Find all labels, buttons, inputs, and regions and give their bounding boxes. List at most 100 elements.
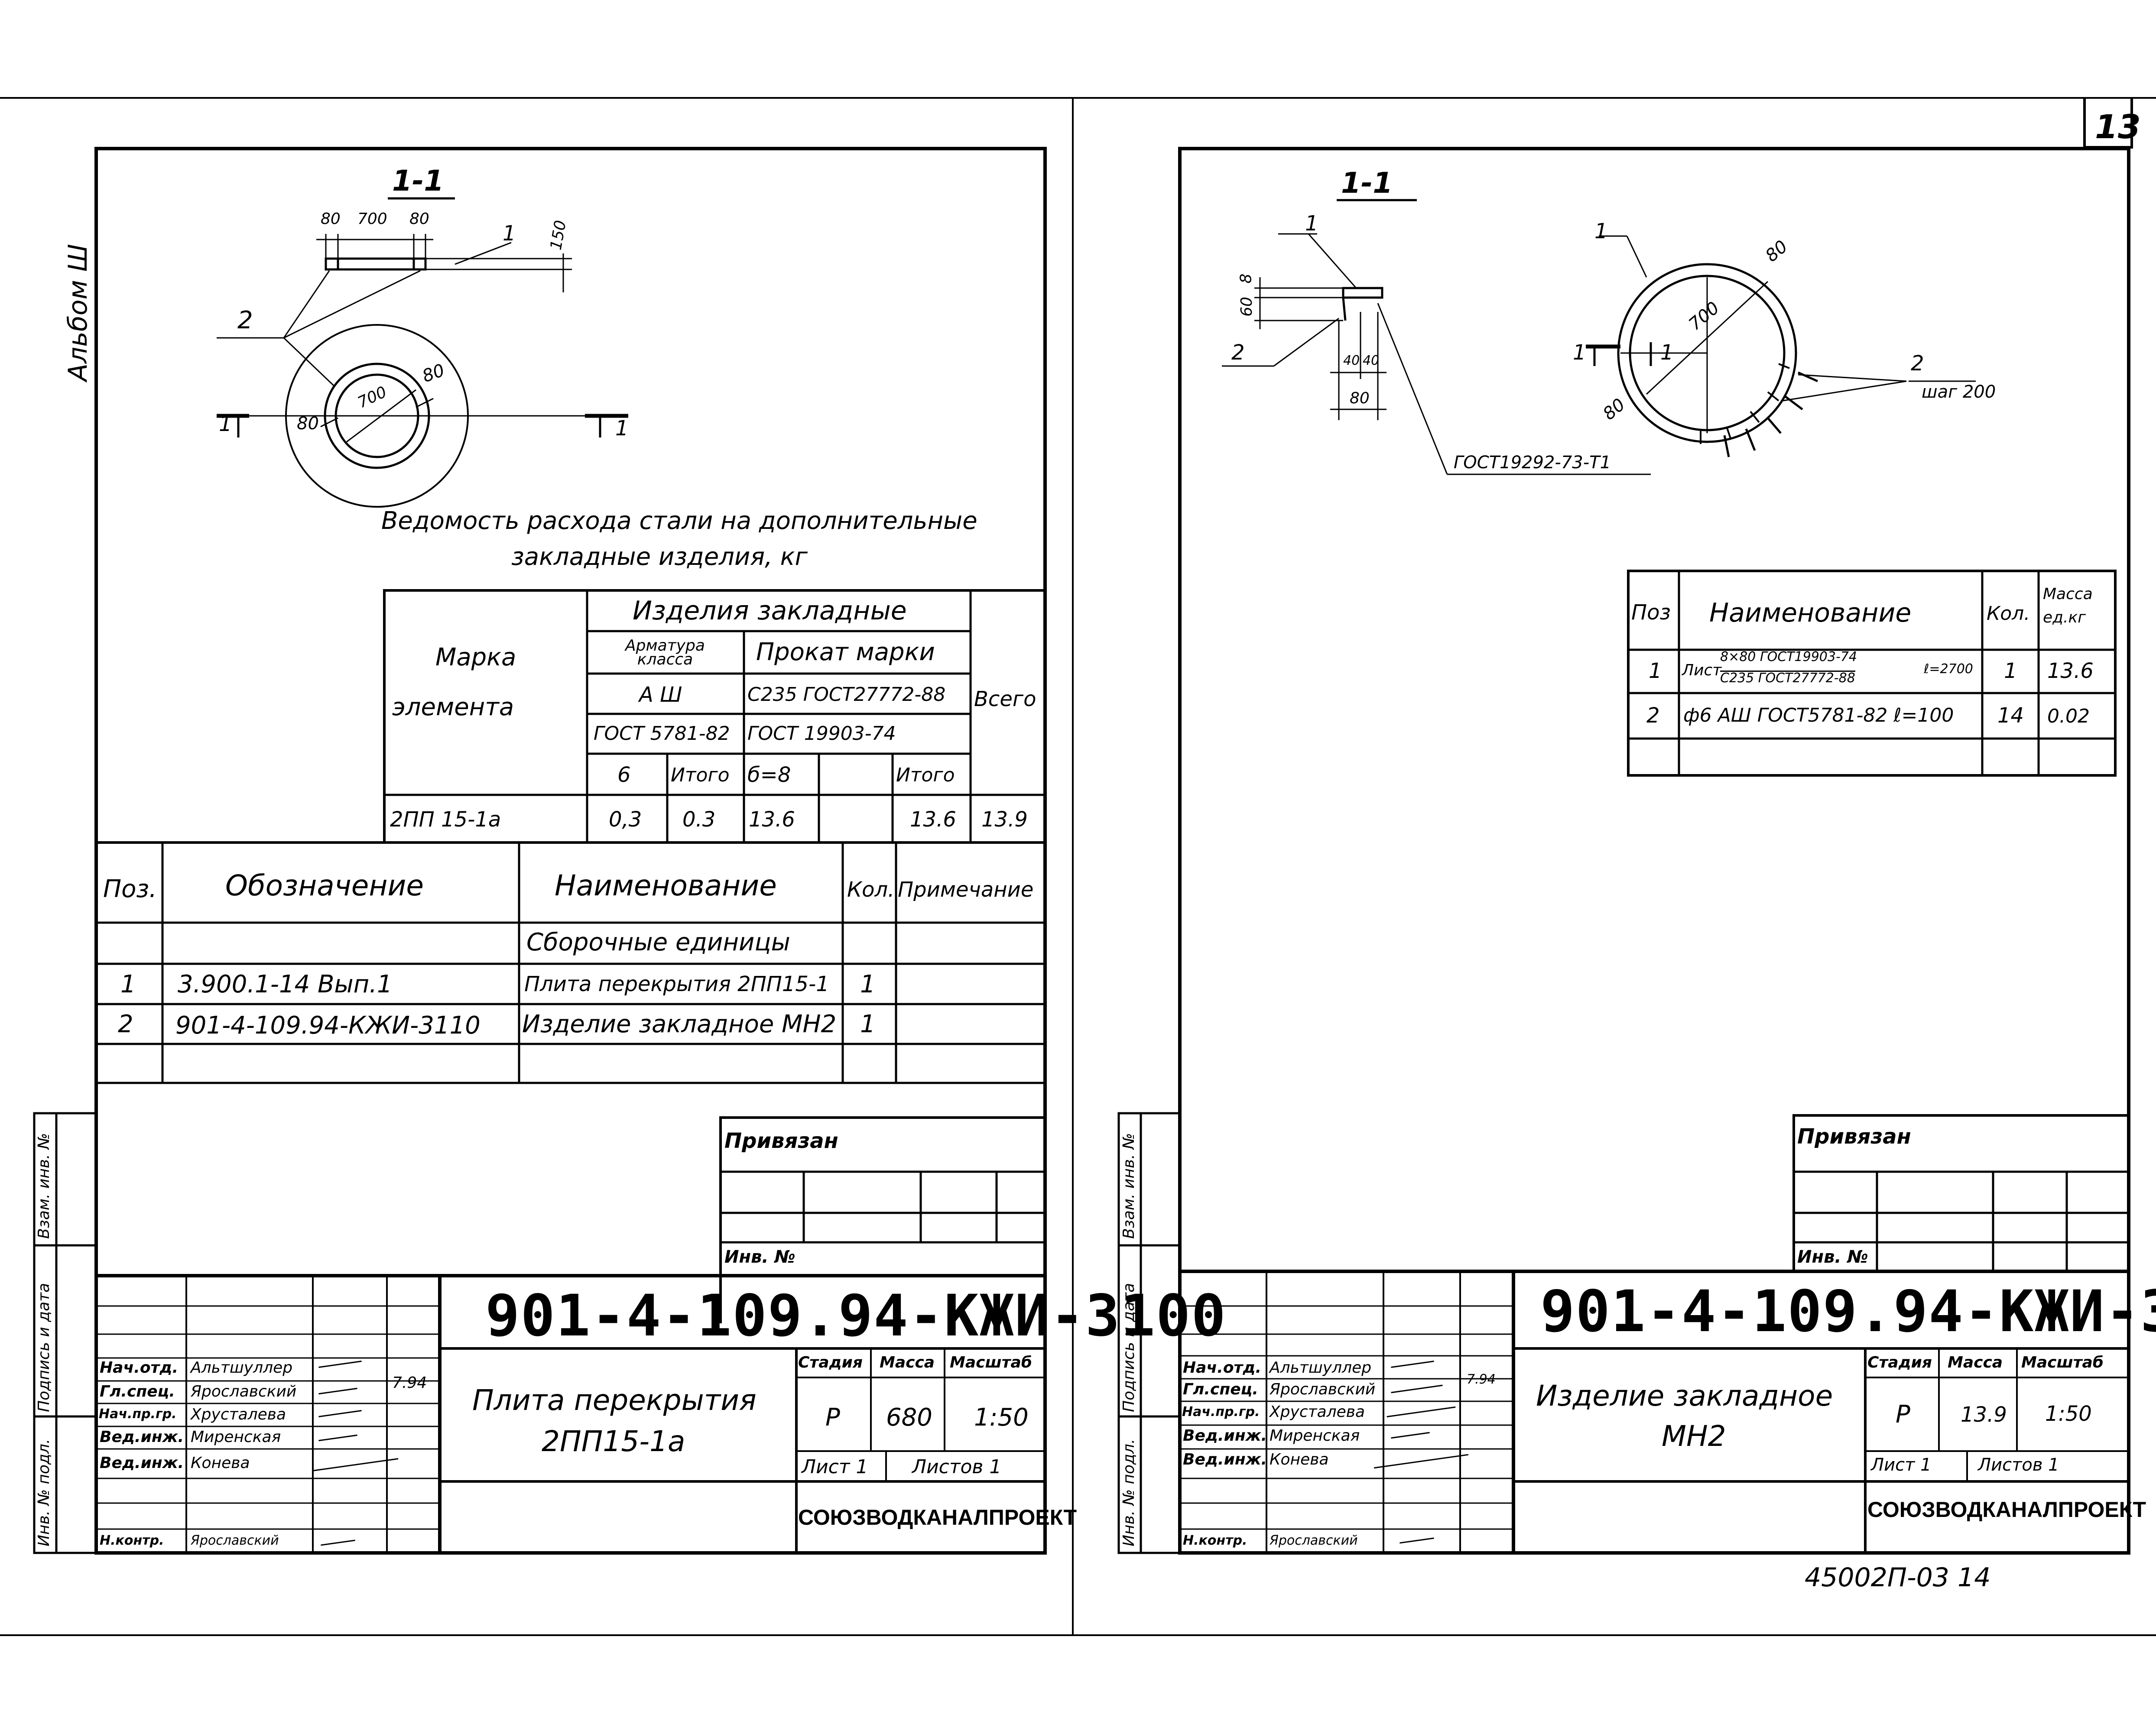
r-c2: 2 <box>1911 351 1924 376</box>
r-r1-name-a: Лист <box>1682 661 1722 679</box>
spec-r1-name: Плита перекрытия 2ПП15-1 <box>524 972 829 996</box>
side-podpis-r: Подпись и дата <box>1120 1283 1138 1412</box>
title-1: Плита перекрытия <box>472 1384 757 1417</box>
r-mass-header: Масса <box>1948 1354 2003 1371</box>
r-stage-header: Стадия <box>1867 1354 1932 1371</box>
r-role-6: Н.контр. <box>1183 1533 1247 1548</box>
sub-itogo2: Итого <box>896 764 955 786</box>
r-c1: 1 <box>1594 219 1608 243</box>
row-v3: 13.6 <box>749 807 795 832</box>
r-d60: 60 <box>1237 297 1256 317</box>
r-doc-code: 901-4-109.94-КЖИ-3110 <box>1540 1278 2156 1345</box>
r-r1-mass: 13.6 <box>2047 659 2094 683</box>
row-v2: 0.3 <box>682 807 716 832</box>
name-3: Хрусталева <box>191 1406 286 1423</box>
role-4: Вед.инж. <box>100 1428 184 1446</box>
gost-rolled: ГОСТ 19903-74 <box>747 723 896 745</box>
scale-value: 1:50 <box>974 1403 1029 1432</box>
side-vzam-r: Взам. инв. № <box>1120 1133 1138 1239</box>
spec-r1-qty: 1 <box>860 970 876 998</box>
gost-armature: ГОСТ 5781-82 <box>594 723 730 745</box>
r-name-4: Миренская <box>1270 1427 1360 1445</box>
spec-h-designation: Обозначение <box>225 869 424 902</box>
r-h-name: Наименование <box>1709 598 1912 628</box>
r-h-pos: Поз <box>1631 600 1671 625</box>
role-6: Н.контр. <box>100 1533 164 1548</box>
dim-700: 700 <box>357 210 387 228</box>
armature-grade: А Ш <box>639 683 682 707</box>
r-name-5: Конева <box>1270 1451 1329 1468</box>
spec-h-qty: Кол. <box>847 878 895 902</box>
r-scale-header: Масштаб <box>2021 1354 2104 1371</box>
r-d8: 8 <box>1237 273 1255 284</box>
group-header: Изделия закладные <box>633 596 907 626</box>
r-r2-name: ф6 АШ ГОСТ5781-82 ℓ=100 <box>1683 704 1954 726</box>
spec-r1-pos: 1 <box>120 970 136 998</box>
spec-section: Сборочные единицы <box>526 928 790 956</box>
spec-r2-qty: 1 <box>860 1010 876 1038</box>
mass-header: Масса <box>880 1354 935 1371</box>
dim-80a: 80 <box>321 210 341 228</box>
row-mark: 2ПП 15-1а <box>390 807 501 832</box>
r-scale-value: 1:50 <box>2045 1402 2092 1426</box>
r-role-1: Нач.отд. <box>1183 1359 1262 1377</box>
r-d80: 80 <box>1350 389 1370 407</box>
role-5: Вед.инж. <box>100 1454 184 1472</box>
total-header: Всего <box>974 687 1036 711</box>
r-r1-name-b: ℓ=2700 <box>1924 661 1973 677</box>
title-2: 2ПП15-1а <box>542 1425 685 1458</box>
sheet-no: Лист 1 <box>802 1456 868 1478</box>
role-1: Нач.отд. <box>100 1359 179 1377</box>
name-2: Ярославский <box>191 1383 297 1400</box>
stage-value: Р <box>825 1403 840 1432</box>
r-inv-no-label: Инв. № <box>1797 1247 1868 1267</box>
doc-code: 901-4-109.94-КЖИ-3100 <box>485 1283 1227 1349</box>
mass-value: 680 <box>886 1403 932 1432</box>
row-v4: 13.6 <box>910 807 956 832</box>
r-org-name: СОЮЗВОДКАНАЛПРОЕКТ <box>1867 1497 2146 1522</box>
privyazan-label: Привязан <box>724 1129 838 1153</box>
r-mass-value: 13.9 <box>1961 1403 2007 1427</box>
r-date: 7.94 <box>1467 1372 1496 1387</box>
r-title-1: Изделие закладное <box>1536 1379 1833 1413</box>
section-title: 1-1 <box>392 164 444 198</box>
side-vzam: Взам. инв. № <box>35 1133 53 1239</box>
r-section-title: 1-1 <box>1341 166 1393 200</box>
spec-h-pos: Поз. <box>103 875 157 903</box>
stage-header: Стадия <box>798 1354 863 1371</box>
sub-6: 6 <box>617 763 631 787</box>
armature-class: Арматура класса <box>625 637 705 669</box>
pos-2-label: 2 <box>237 306 253 334</box>
rolled-spec: С235 ГОСТ27772-88 <box>747 684 946 706</box>
rolled-grade: Прокат марки <box>756 638 935 666</box>
side-podpis: Подпись и дата <box>35 1283 53 1412</box>
r-r1-name-den: С235 ГОСТ27772-88 <box>1720 671 1855 686</box>
name-6: Ярославский <box>191 1533 279 1548</box>
r-role-4: Вед.инж. <box>1183 1427 1267 1445</box>
stamp-number: 45002П-03 14 <box>1805 1562 1991 1593</box>
spec-r1-designation: 3.900.1-14 Вып.1 <box>178 970 393 998</box>
date: 7.94 <box>392 1374 427 1392</box>
r-name-6: Ярославский <box>1270 1533 1358 1548</box>
r-name-2: Ярославский <box>1270 1380 1376 1398</box>
spec-r2-designation: 901-4-109.94-КЖИ-3110 <box>175 1011 481 1040</box>
section-mark-left: 1 <box>219 412 232 436</box>
sheets-count: Листов 1 <box>912 1456 1002 1478</box>
page-number: 13 <box>2095 107 2141 146</box>
r-gost: ГОСТ19292-73-Т1 <box>1454 453 1611 473</box>
steel-title-1: Ведомость расхода стали на дополнительны… <box>381 507 977 535</box>
r-name-1: Альтшуллер <box>1270 1359 1372 1377</box>
dim-80b: 80 <box>409 210 429 228</box>
role-2: Гл.спец. <box>100 1383 175 1400</box>
dim-l80: 80 <box>297 414 319 434</box>
role-3: Нач.пр.гр. <box>99 1406 177 1422</box>
steel-title-2: закладные изделия, кг <box>511 543 808 571</box>
r-d40a: 40 <box>1343 353 1360 368</box>
col-mark-2: элемента <box>392 693 514 721</box>
spec-r2-pos: 2 <box>118 1010 133 1038</box>
spec-h-name: Наименование <box>555 869 777 902</box>
r-r1-qty: 1 <box>2004 659 2017 683</box>
sub-d8: б=8 <box>747 763 791 787</box>
